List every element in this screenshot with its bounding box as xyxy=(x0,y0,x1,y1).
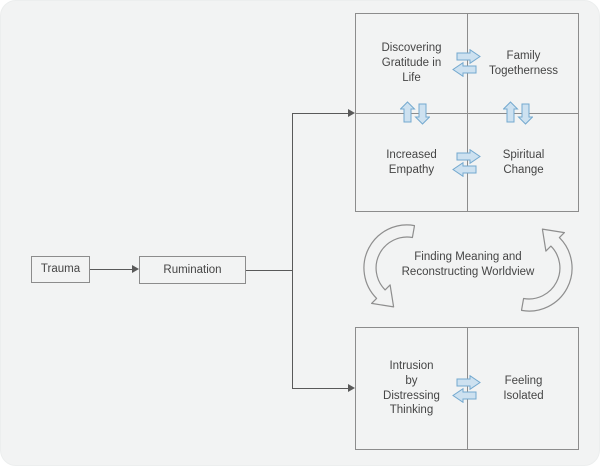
cycle-arrow-left-icon xyxy=(363,224,415,308)
growth-vertical-divider xyxy=(467,14,468,211)
cell-intrusion-label: Intrusion by Distressing Thinking xyxy=(383,359,440,417)
quadrant-gratitude: Discovering Gratitude in Life xyxy=(356,14,467,113)
quadrant-family-label: Family Togetherness xyxy=(488,49,559,77)
arrowhead-into-distress-box-icon xyxy=(348,384,355,392)
quadrant-empathy: Increased Empathy xyxy=(356,114,467,211)
arrowhead-into-rumination-icon xyxy=(132,265,139,273)
up-down-arrows-icon xyxy=(400,101,430,125)
connector-rumination-to-branch xyxy=(246,270,293,271)
quadrant-spiritual: Spiritual Change xyxy=(468,114,579,211)
meaning-caption: Finding Meaning and Reconstructing World… xyxy=(401,251,535,278)
connector-branch-to-growth-box xyxy=(293,113,348,114)
growth-quadrant-box: Discovering Gratitude in Life Family Tog… xyxy=(355,13,579,212)
connector-branch-to-distress-box xyxy=(293,388,348,389)
rumination-node: Rumination xyxy=(139,256,246,284)
exchange-arrows-icon xyxy=(452,149,481,177)
trauma-node: Trauma xyxy=(31,256,90,283)
up-down-arrows-icon xyxy=(503,101,533,125)
growth-horizontal-divider xyxy=(356,113,578,114)
connector-trauma-to-rumination xyxy=(90,269,132,270)
quadrant-gratitude-label: Discovering Gratitude in Life xyxy=(381,42,442,84)
cycle-arrow-right-icon xyxy=(521,228,573,312)
quadrant-family: Family Togetherness xyxy=(468,14,579,113)
distress-box: Intrusion by Distressing Thinking Feelin… xyxy=(355,327,579,450)
connector-branch-vertical xyxy=(292,113,293,389)
cell-isolated-label: Feeling Isolated xyxy=(503,374,544,402)
cell-isolated: Feeling Isolated xyxy=(468,328,579,449)
trauma-label: Trauma xyxy=(40,263,81,276)
exchange-arrows-icon xyxy=(452,375,481,403)
quadrant-empathy-label: Increased Empathy xyxy=(386,148,437,176)
distress-vertical-divider xyxy=(467,328,468,449)
rumination-label: Rumination xyxy=(163,263,222,276)
exchange-arrows-icon xyxy=(452,49,481,77)
arrowhead-into-growth-box-icon xyxy=(348,109,355,117)
cell-intrusion: Intrusion by Distressing Thinking xyxy=(356,328,467,449)
quadrant-spiritual-label: Spiritual Change xyxy=(502,148,545,176)
